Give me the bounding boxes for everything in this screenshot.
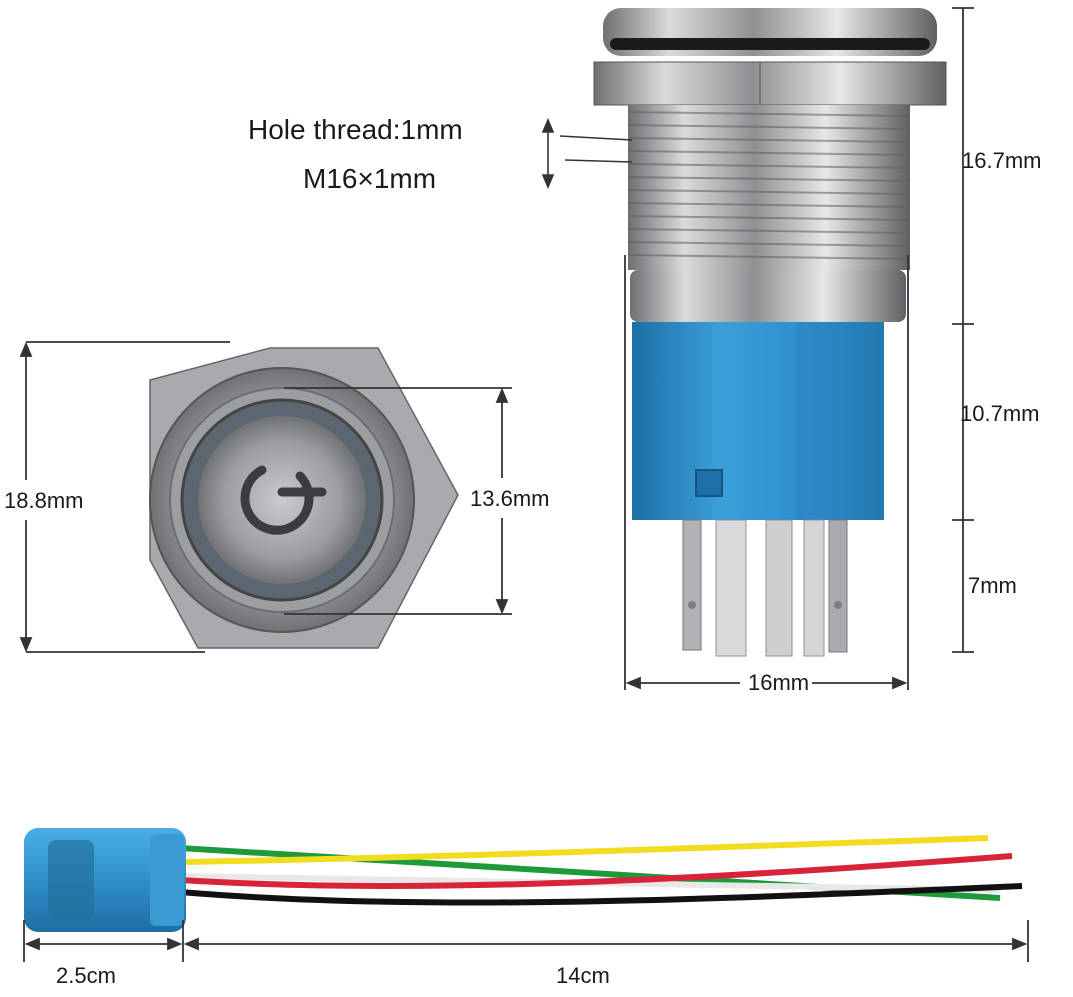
outer-diameter-label: 18.8mm: [4, 488, 84, 513]
thread-line: [627, 163, 911, 169]
thread-callout: [541, 117, 633, 190]
power-symbol-icon: [240, 465, 327, 535]
thread-line: [627, 202, 911, 208]
thread-line: [627, 124, 911, 130]
wire-yellow: [179, 835, 989, 865]
thread-spec-label: M16×1mm: [303, 163, 437, 194]
thread-line: [627, 228, 911, 234]
thread-line: [627, 189, 911, 195]
terminal-pins: [682, 519, 848, 657]
thread-line: [627, 111, 911, 117]
led-ring: [610, 38, 930, 50]
height-mid-label: 10.7mm: [960, 401, 1040, 426]
switch-front-view: [149, 347, 459, 649]
thread-line: [627, 137, 911, 143]
thread-line: [627, 215, 911, 221]
body-width-label: 16mm: [748, 670, 810, 695]
front-dimension-lines: [19, 341, 512, 653]
connector-length-label: 2.5cm: [56, 963, 116, 988]
wire-red: [179, 853, 1013, 890]
thread-line: [627, 241, 911, 247]
height-pins-label: 7mm: [968, 573, 1017, 598]
wire-black: [179, 883, 1023, 906]
harness-dimension-lines: [23, 920, 1029, 962]
cable-length-label: 14cm: [556, 963, 610, 988]
housing-notch: [695, 469, 723, 497]
metal-collar: [630, 270, 906, 322]
thread-line: [627, 150, 911, 156]
front-button-face: [198, 416, 366, 584]
width-dimension-line: [624, 255, 909, 690]
thread-lines: [627, 111, 911, 260]
wire-harness: [24, 828, 1023, 932]
thread-line: [627, 176, 911, 182]
thread-line: [627, 254, 911, 260]
hex-nut: [593, 61, 947, 106]
height-top-label: 16.7mm: [962, 148, 1042, 173]
switch-side-view: [593, 8, 947, 657]
ring-diameter-label: 13.6mm: [470, 486, 550, 511]
hole-thread-label: Hole thread:1mm: [248, 114, 463, 145]
height-dimension-lines: [952, 7, 974, 653]
